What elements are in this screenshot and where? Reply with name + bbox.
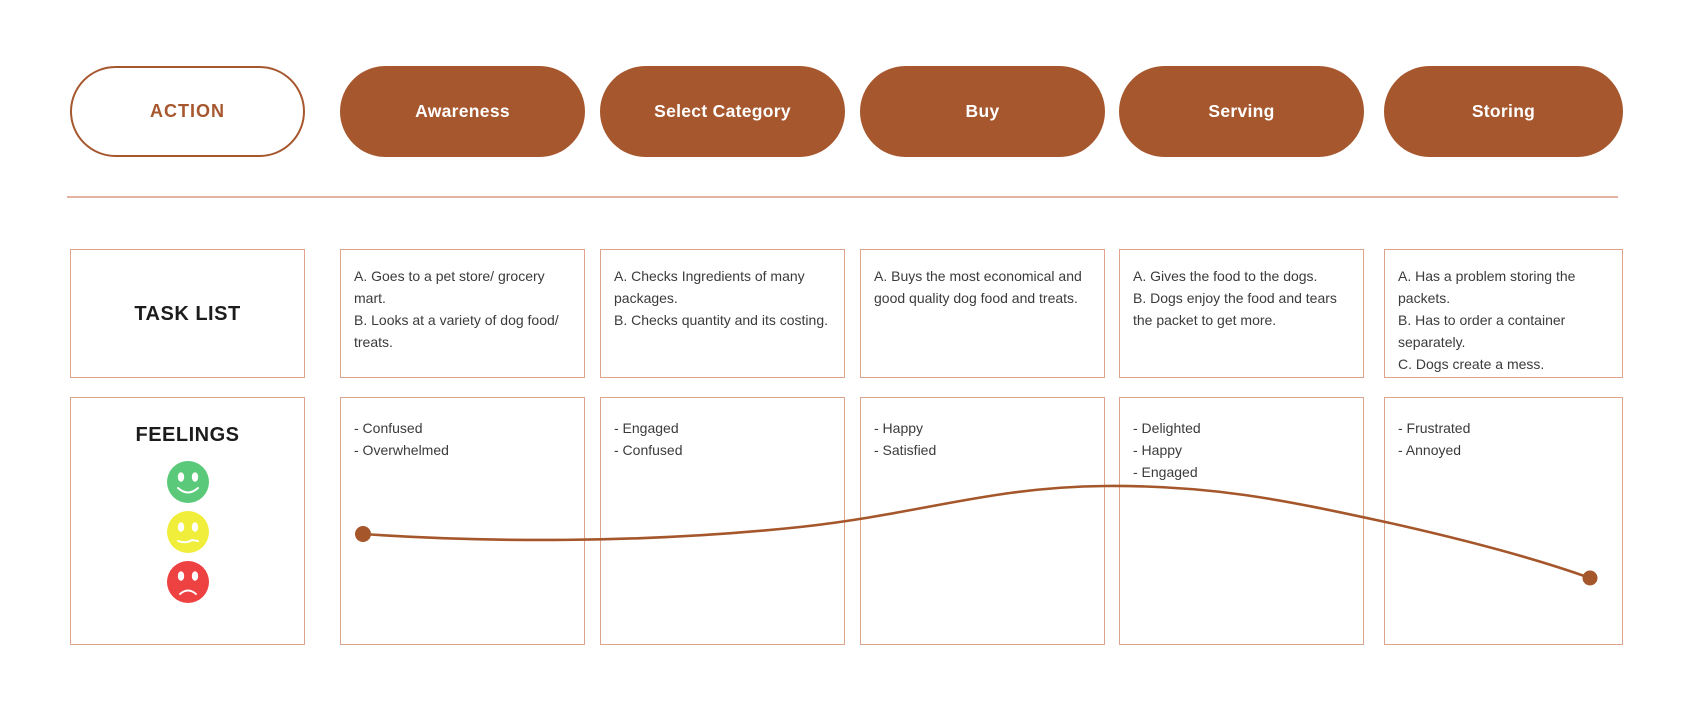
cell-text-line: - Happy bbox=[874, 420, 924, 436]
cell-text-line: B. Looks at a variety of dog food/ treat… bbox=[354, 312, 559, 350]
action-row-label: ACTION bbox=[150, 101, 225, 121]
cell-text-line: - Engaged bbox=[614, 420, 679, 436]
stage-pill-select-category[interactable]: Select Category bbox=[600, 66, 845, 157]
cell-text-line: B. Has to order a container separately. bbox=[1398, 312, 1566, 350]
cell-text-line: - Delighted bbox=[1133, 420, 1201, 436]
stage-pill-label: Storing bbox=[1471, 101, 1536, 121]
happy-face-icon bbox=[166, 461, 209, 503]
feelings-cell-awareness[interactable]: - Confused - Overwhelmed bbox=[340, 397, 585, 645]
cell-text-line: B. Dogs enjoy the food and tears the pac… bbox=[1133, 290, 1337, 328]
cell-text-line: A. Goes to a pet store/ grocery mart. bbox=[354, 268, 545, 306]
cell-text-line: A. Gives the food to the dogs. bbox=[1133, 268, 1318, 284]
sad-face-icon bbox=[166, 561, 209, 603]
stage-pill-buy[interactable]: Buy bbox=[860, 66, 1105, 157]
stage-pill-label: Select Category bbox=[654, 101, 791, 121]
cell-text-line: - Satisfied bbox=[874, 442, 937, 458]
header-divider-line bbox=[67, 196, 1618, 198]
feelings-cell-select-category[interactable]: - Engaged - Confused bbox=[600, 397, 845, 645]
cell-text-line: - Annoyed bbox=[1398, 442, 1462, 458]
task-cell-select-category[interactable]: A. Checks Ingredients of many packages. B… bbox=[600, 249, 845, 378]
stage-pill-label: Serving bbox=[1208, 101, 1275, 121]
stage-pill-awareness[interactable]: Awareness bbox=[340, 66, 585, 157]
cell-text-line: - Overwhelmed bbox=[354, 442, 449, 458]
neutral-face-icon bbox=[166, 511, 209, 553]
task-cell-awareness[interactable]: A. Goes to a pet store/ grocery mart. B. … bbox=[340, 249, 585, 378]
cell-text-line: - Confused bbox=[614, 442, 683, 458]
stage-pill-label: Awareness bbox=[415, 101, 510, 121]
feelings-scale bbox=[166, 460, 210, 610]
cell-text-line: A. Has a problem storing the packets. bbox=[1398, 268, 1576, 306]
cell-text-line: B. Checks quantity and its costing. bbox=[614, 312, 828, 328]
task-cell-storing[interactable]: A. Has a problem storing the packets. B. … bbox=[1384, 249, 1623, 378]
task-cell-buy[interactable]: A. Buys the most economical and good qua… bbox=[860, 249, 1105, 378]
feelings-label-cell[interactable]: FEELINGS bbox=[70, 397, 305, 645]
feelings-cell-serving[interactable]: - Delighted - Happy - Engaged bbox=[1119, 397, 1364, 645]
feelings-cell-buy[interactable]: - Happy - Satisfied bbox=[860, 397, 1105, 645]
task-cell-serving[interactable]: A. Gives the food to the dogs. B. Dogs en… bbox=[1119, 249, 1364, 378]
stage-pill-label: Buy bbox=[965, 101, 1000, 121]
feelings-row-label: FEELINGS bbox=[135, 424, 240, 446]
cell-text-line: - Frustrated bbox=[1398, 420, 1471, 436]
cell-text-line: - Engaged bbox=[1133, 464, 1198, 480]
cell-text-line: - Confused bbox=[354, 420, 423, 436]
feelings-cell-storing[interactable]: - Frustrated - Annoyed bbox=[1384, 397, 1623, 645]
cell-text-line: A. Checks Ingredients of many packages. bbox=[614, 268, 805, 306]
cell-text-line: C. Dogs create a mess. bbox=[1398, 356, 1545, 372]
task-list-row-label: TASK LIST bbox=[134, 302, 241, 325]
stage-pill-serving[interactable]: Serving bbox=[1119, 66, 1364, 157]
task-list-label-cell[interactable]: TASK LIST bbox=[70, 249, 305, 378]
stage-pill-storing[interactable]: Storing bbox=[1384, 66, 1623, 157]
action-row-label-pill[interactable]: ACTION bbox=[70, 66, 305, 157]
cell-text-line: - Happy bbox=[1133, 442, 1183, 458]
cell-text-line: A. Buys the most economical and good qua… bbox=[874, 268, 1082, 306]
